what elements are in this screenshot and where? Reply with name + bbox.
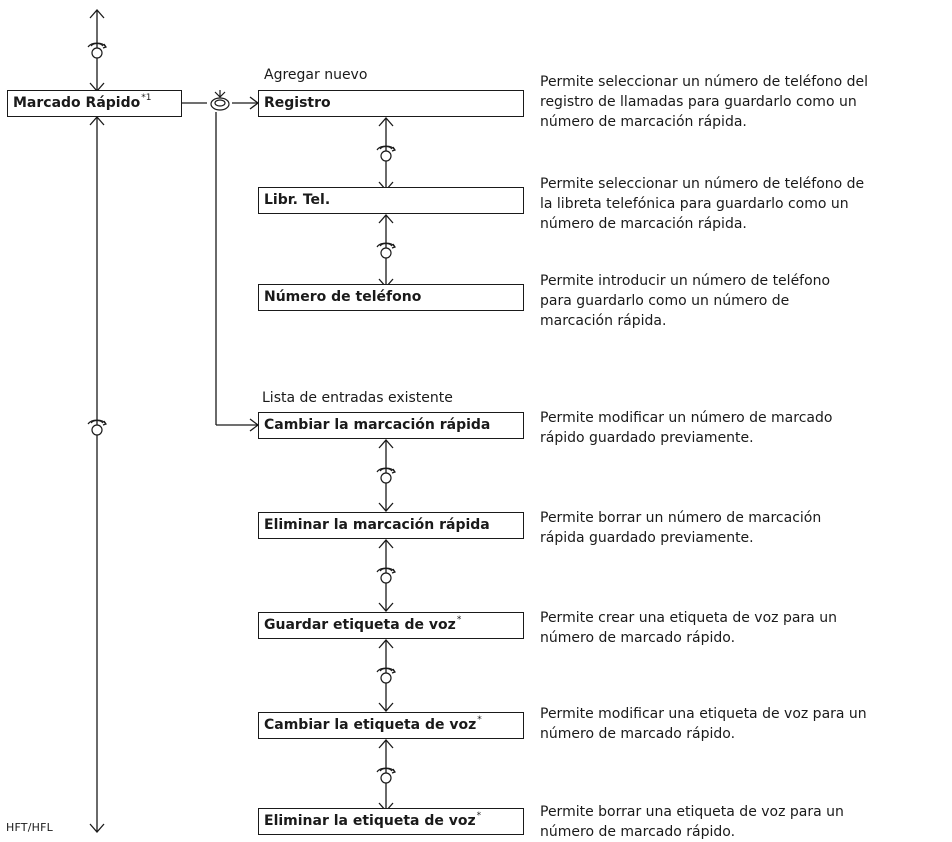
rotate-dial-icon <box>376 567 396 584</box>
menu-item-cambiar-etiqueta[interactable]: Cambiar la etiqueta de voz* <box>258 712 524 739</box>
item-description: Permite borrar una etiqueta de voz para … <box>540 804 844 840</box>
menu-item-eliminar-marcacion[interactable]: Eliminar la marcación rápida <box>258 512 524 539</box>
rotate-dial-icon <box>87 419 107 436</box>
rotate-dial-icon <box>376 242 396 259</box>
menu-item-label: Número de teléfono <box>264 289 422 305</box>
menu-item-label: Cambiar la etiqueta de voz <box>264 717 477 733</box>
menu-item-label: Guardar etiqueta de voz <box>264 617 456 633</box>
menu-item-label: Registro <box>264 95 331 111</box>
item-description: Permite introducir un número de teléfono… <box>540 273 831 329</box>
menu-item-guardar-etiqueta[interactable]: Guardar etiqueta de voz* <box>258 612 524 639</box>
item-description: Permite modificar un número de marcado r… <box>540 410 833 446</box>
menu-item-numero[interactable]: Número de teléfono <box>258 284 524 311</box>
root-footnote: *1 <box>141 93 152 103</box>
menu-item-label: Cambiar la marcación rápida <box>264 417 491 433</box>
rotate-dial-icon <box>87 42 107 59</box>
rotate-dial-icon <box>376 767 396 784</box>
item-nav-arrows <box>378 117 394 812</box>
menu-item-registro[interactable]: Registro <box>258 90 524 117</box>
rotate-dial-icon <box>376 467 396 484</box>
item-description: Permite seleccionar un número de teléfon… <box>540 74 869 130</box>
menu-item-eliminar-etiqueta[interactable]: Eliminar la etiqueta de voz* <box>258 808 524 835</box>
section-add-new: Agregar nuevo <box>264 67 368 83</box>
rotate-dial-icon <box>376 667 396 684</box>
press-dial-icon <box>210 90 230 111</box>
root-connector <box>182 96 260 432</box>
section-existing: Lista de entradas existente <box>262 390 453 406</box>
menu-item-label: Eliminar la marcación rápida <box>264 517 490 533</box>
menu-item-libreta[interactable]: Libr. Tel. <box>258 187 524 214</box>
model-footer: HFT/HFL <box>6 821 53 834</box>
menu-item-label: Libr. Tel. <box>264 192 331 208</box>
item-description: Permite modificar una etiqueta de voz pa… <box>540 706 867 742</box>
item-description: Permite crear una etiqueta de voz para u… <box>540 610 837 646</box>
root-menu-box[interactable]: Marcado Rápido*1 <box>7 90 182 117</box>
item-description: Permite seleccionar un número de teléfon… <box>540 176 865 232</box>
menu-item-label: Eliminar la etiqueta de voz <box>264 813 476 829</box>
root-menu-label: Marcado Rápido <box>13 95 141 111</box>
menu-item-cambiar-marcacion[interactable]: Cambiar la marcación rápida <box>258 412 524 439</box>
rotate-dial-icon <box>376 145 396 162</box>
item-description: Permite borrar un número de marcación rá… <box>540 510 822 546</box>
